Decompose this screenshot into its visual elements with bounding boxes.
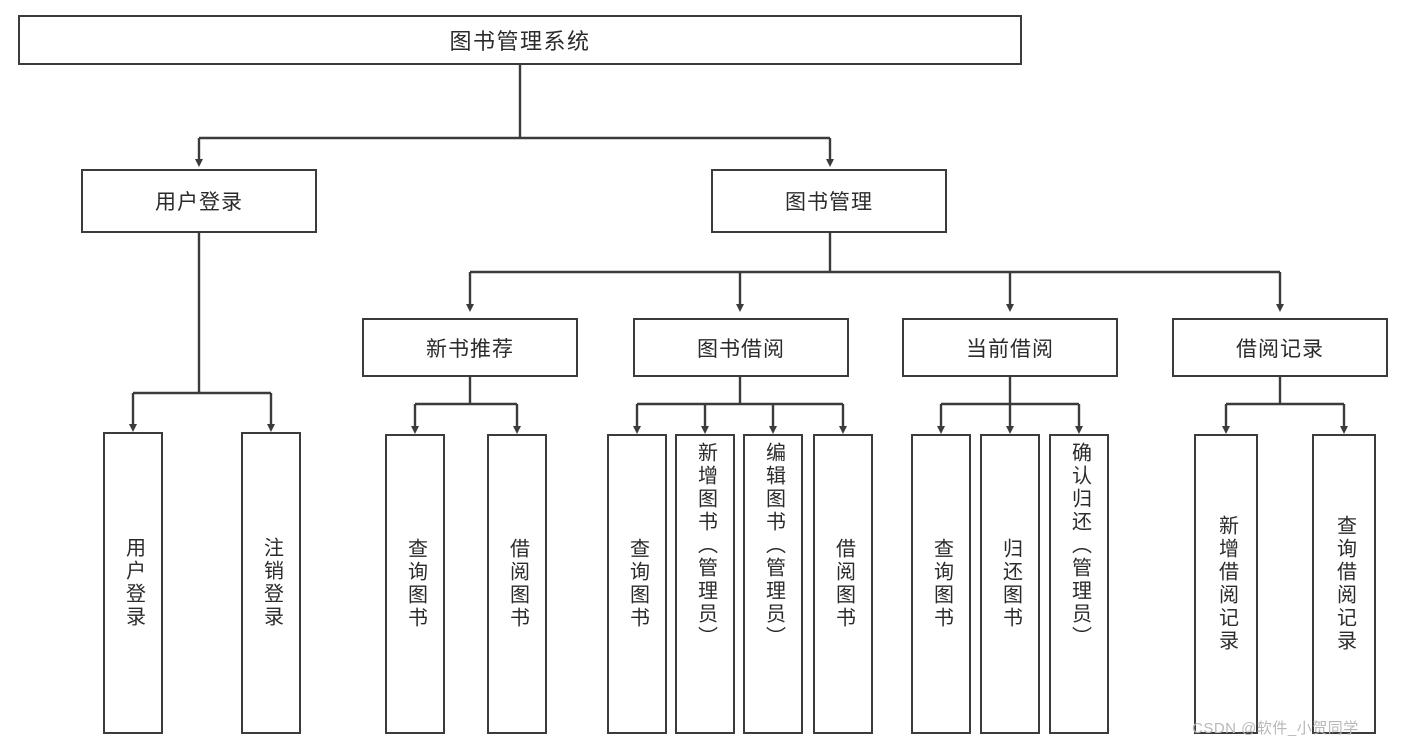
node-user-login[interactable]: 用户登录	[81, 169, 317, 233]
node-label: 查询图书	[626, 538, 649, 630]
node-book-management[interactable]: 图书管理	[711, 169, 947, 233]
node-label: 图书管理系统	[449, 29, 591, 54]
node-label: 确认归还（管理员）	[1068, 442, 1091, 649]
node-label: 借阅图书	[506, 538, 529, 630]
node-label: 新书推荐	[426, 337, 514, 361]
leaf-query-book-recommend[interactable]: 查询图书	[385, 434, 445, 734]
leaf-logout[interactable]: 注销登录	[241, 432, 301, 734]
leaf-add-borrow-record[interactable]: 新增借阅记录	[1194, 434, 1258, 734]
node-label: 编辑图书（管理员）	[762, 442, 785, 649]
node-label: 图书管理	[785, 191, 873, 214]
watermark: CSDN @软件_小贺同学	[1192, 720, 1359, 737]
node-label: 查询图书	[404, 538, 427, 630]
leaf-edit-book-admin[interactable]: 编辑图书（管理员）	[743, 434, 803, 734]
node-book-borrow[interactable]: 图书借阅	[633, 318, 849, 377]
leaf-query-borrow-record[interactable]: 查询借阅记录	[1312, 434, 1376, 734]
node-label: 新增借阅记录	[1215, 515, 1238, 653]
node-label: 借阅记录	[1236, 337, 1324, 361]
node-new-book-recommend[interactable]: 新书推荐	[362, 318, 578, 377]
node-label: 查询借阅记录	[1333, 515, 1356, 653]
node-label: 用户登录	[122, 537, 145, 629]
node-label: 归还图书	[999, 538, 1022, 630]
node-label: 新增图书（管理员）	[694, 442, 717, 649]
node-current-borrow[interactable]: 当前借阅	[902, 318, 1118, 377]
leaf-borrow-book-recommend[interactable]: 借阅图书	[487, 434, 547, 734]
node-label: 图书借阅	[697, 337, 785, 361]
leaf-confirm-return-admin[interactable]: 确认归还（管理员）	[1049, 434, 1109, 734]
node-label: 注销登录	[260, 537, 283, 629]
leaf-return-book[interactable]: 归还图书	[980, 434, 1040, 734]
leaf-query-book-borrow[interactable]: 查询图书	[607, 434, 667, 734]
leaf-user-login[interactable]: 用户登录	[103, 432, 163, 734]
leaf-query-book-current[interactable]: 查询图书	[911, 434, 971, 734]
leaf-borrow-book[interactable]: 借阅图书	[813, 434, 873, 734]
node-label: 借阅图书	[832, 538, 855, 630]
node-root-system[interactable]: 图书管理系统	[18, 15, 1022, 65]
node-label: 当前借阅	[966, 337, 1054, 361]
node-borrow-record[interactable]: 借阅记录	[1172, 318, 1388, 377]
node-label: 用户登录	[155, 191, 243, 214]
leaf-add-book-admin[interactable]: 新增图书（管理员）	[675, 434, 735, 734]
node-label: 查询图书	[930, 538, 953, 630]
